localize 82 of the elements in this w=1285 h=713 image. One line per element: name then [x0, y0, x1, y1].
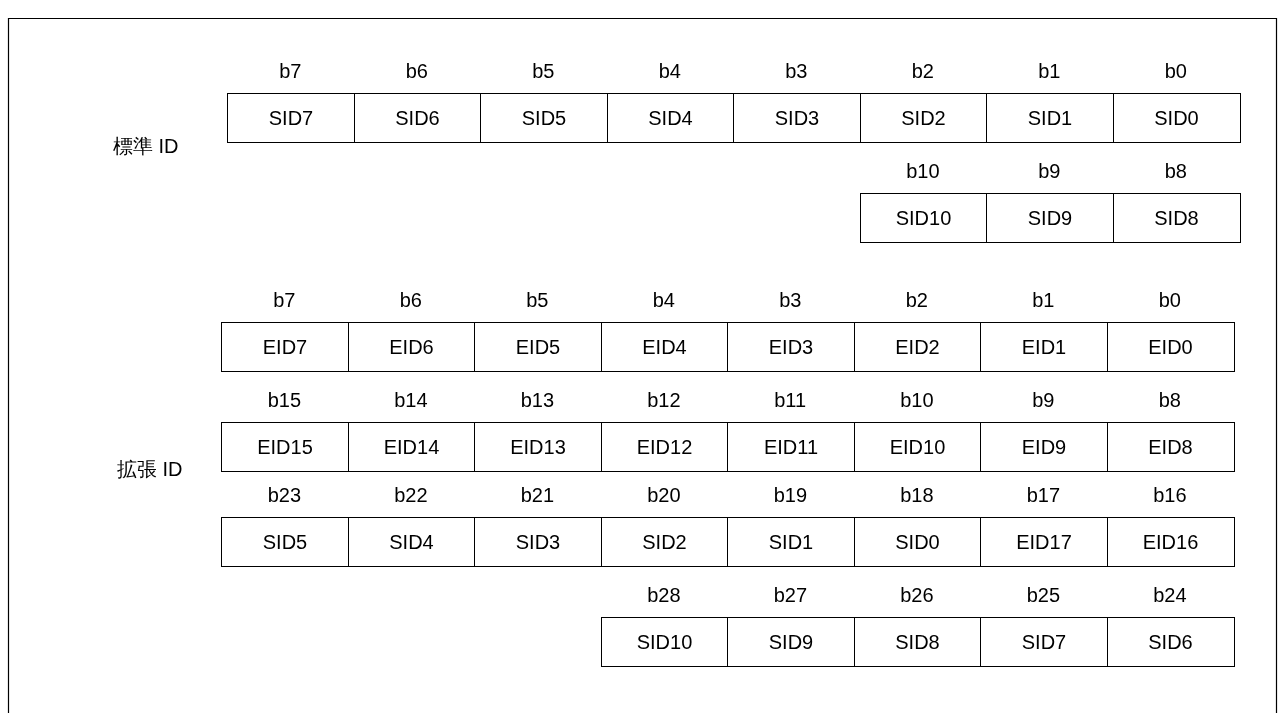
bit-number: b5: [532, 59, 555, 83]
bit-number: b16: [1153, 483, 1187, 507]
bit-field-cell: SID8: [853, 617, 982, 667]
bit-field-cell: EID4: [600, 322, 729, 372]
bit-number: b17: [1026, 483, 1061, 507]
bit-number: b19: [773, 483, 808, 507]
bit-number: b0: [1158, 288, 1181, 312]
bit-number: b28: [647, 583, 681, 607]
bit-field-cell: SID7: [227, 93, 355, 143]
bit-number: b22: [394, 483, 428, 507]
bit-field-cell: EID14: [347, 422, 476, 472]
bit-number: b18: [900, 483, 934, 507]
bit-field-cell: SID0: [853, 517, 982, 567]
bit-number: b4: [652, 288, 675, 312]
bit-field-cell: SID10: [600, 617, 729, 667]
bit-number: b8: [1158, 388, 1181, 412]
bit-number: b10: [900, 388, 934, 412]
bit-field-cell: EID0: [1106, 322, 1235, 372]
bit-number: b1: [1038, 59, 1061, 83]
row-label: 拡張 ID: [117, 457, 183, 481]
bit-field-cell: EID16: [1106, 517, 1235, 567]
bit-number: b27: [773, 583, 808, 607]
bit-number: b3: [779, 288, 802, 312]
bit-field-cell: SID10: [859, 193, 988, 243]
bit-field-cell: SID7: [980, 617, 1108, 667]
bit-number: b2: [905, 288, 928, 312]
bit-number: b9: [1032, 388, 1055, 412]
bit-number: b5: [526, 288, 549, 312]
bit-number: b24: [1153, 583, 1187, 607]
bit-number: b4: [658, 59, 681, 83]
bit-field-cell: EID3: [727, 322, 855, 372]
bit-field-cell: SID4: [606, 93, 735, 143]
bit-field-cell: SID2: [859, 93, 988, 143]
bit-number: b25: [1026, 583, 1061, 607]
bit-number: b20: [647, 483, 681, 507]
bit-number: b21: [520, 483, 555, 507]
bit-field-cell: EID1: [980, 322, 1108, 372]
bit-field-cell: SID8: [1112, 193, 1241, 243]
bit-field-cell: EID11: [727, 422, 855, 472]
bit-field-cell: SID6: [1106, 617, 1235, 667]
bit-field-cell: SID9: [986, 193, 1114, 243]
bit-field-cell: EID8: [1106, 422, 1235, 472]
bit-field-cell: SID1: [727, 517, 855, 567]
bit-field-cell: EID10: [853, 422, 982, 472]
bit-number: b9: [1038, 159, 1061, 183]
bit-field-cell: SID5: [221, 517, 349, 567]
bit-number: b23: [267, 483, 302, 507]
bit-field-cell: SID5: [480, 93, 608, 143]
bit-number: b3: [785, 59, 808, 83]
bit-field-cell: EID17: [980, 517, 1108, 567]
row-label: 標準 ID: [113, 134, 179, 158]
bit-field-cell: SID3: [733, 93, 861, 143]
bit-number: b14: [394, 388, 428, 412]
bit-field-cell: SID3: [474, 517, 602, 567]
bit-number: b7: [273, 288, 296, 312]
bit-field-cell: SID2: [600, 517, 729, 567]
bit-number: b26: [900, 583, 934, 607]
bit-number: b6: [399, 288, 422, 312]
bit-field-cell: EID7: [221, 322, 349, 372]
bit-field-cell: SID1: [986, 93, 1114, 143]
bit-field-cell: EID6: [347, 322, 476, 372]
bit-field-cell: EID13: [474, 422, 602, 472]
bit-number: b2: [911, 59, 934, 83]
bit-field-cell: EID12: [600, 422, 729, 472]
bit-number: b11: [774, 388, 807, 412]
bit-field-cell: EID2: [853, 322, 982, 372]
bit-number: b7: [279, 59, 302, 83]
bit-number: b13: [520, 388, 555, 412]
bit-field-cell: SID0: [1112, 93, 1241, 143]
bit-field-cell: SID6: [353, 93, 482, 143]
bit-number: b15: [267, 388, 302, 412]
bit-field-cell: EID15: [221, 422, 349, 472]
bit-number: b1: [1032, 288, 1055, 312]
bit-field-cell: EID5: [474, 322, 602, 372]
bit-field-cell: SID4: [347, 517, 476, 567]
bit-number: b10: [906, 159, 940, 183]
bit-number: b8: [1164, 159, 1187, 183]
bit-field-cell: EID9: [980, 422, 1108, 472]
bit-number: b12: [647, 388, 681, 412]
bit-number: b0: [1164, 59, 1187, 83]
bit-number: b6: [405, 59, 428, 83]
bit-field-cell: SID9: [727, 617, 855, 667]
